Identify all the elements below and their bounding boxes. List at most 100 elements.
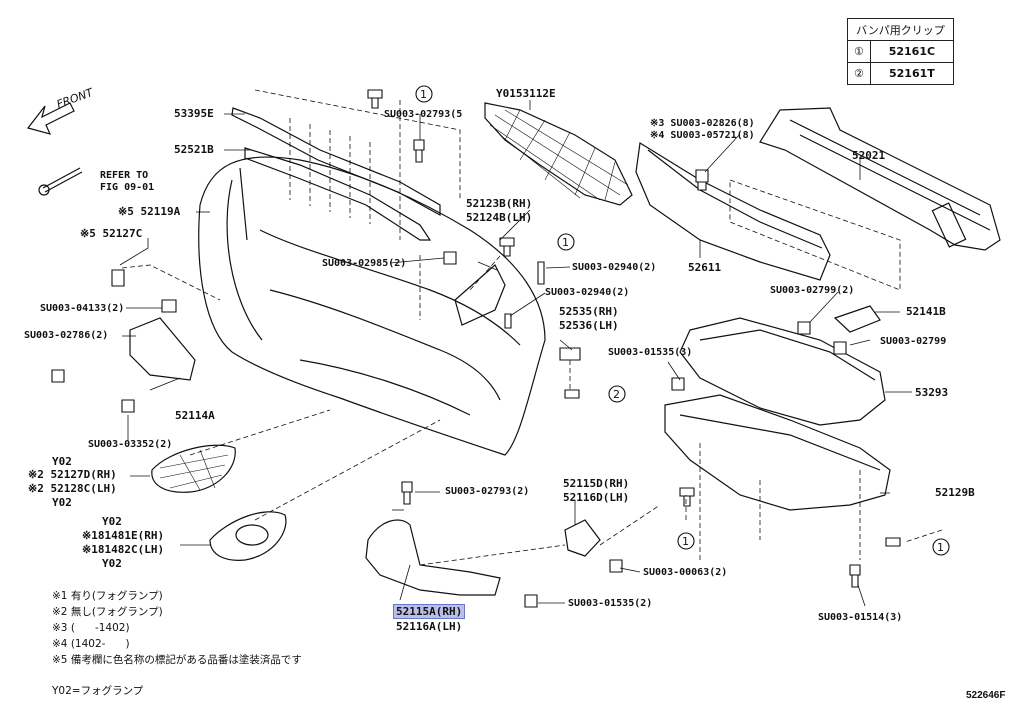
- fog-cover-181481e: [209, 511, 287, 561]
- screw-su003-02799-a[interactable]: SU003-02799(2): [770, 285, 855, 296]
- screw-su003-05721[interactable]: ※4 SU003-05721(8): [650, 130, 755, 141]
- legend-mark: ②: [847, 62, 871, 85]
- y02-label: Y02: [102, 557, 122, 570]
- screw-su003-00063[interactable]: SU003-00063(2): [643, 567, 728, 578]
- bracket-icon: [559, 347, 581, 361]
- svg-text:1: 1: [937, 541, 944, 554]
- under-cover-53293: [679, 317, 886, 426]
- bolt-icon: [833, 341, 847, 355]
- svg-text:1: 1: [420, 88, 427, 101]
- screw-su003-02799-b[interactable]: SU003-02799: [880, 336, 947, 347]
- clip-icon: [443, 251, 457, 265]
- part-52141b[interactable]: 52141B: [906, 305, 946, 318]
- bolt-icon: [121, 399, 135, 413]
- part-52119a[interactable]: ※5 52119A: [118, 205, 181, 218]
- bolt-icon: [695, 169, 709, 191]
- clip-icon: [499, 237, 515, 257]
- svg-text:1: 1: [562, 236, 569, 249]
- part-53395e[interactable]: 53395E: [174, 107, 214, 120]
- note-line: ※3 ( -1402): [52, 622, 130, 634]
- bolt-icon: [51, 369, 65, 383]
- screw-su003-01535-b[interactable]: SU003-01535(2): [568, 598, 653, 609]
- part-52127c[interactable]: ※5 52127C: [80, 227, 143, 240]
- upper-grille: [484, 102, 633, 206]
- y02-label: Y02: [102, 515, 122, 528]
- part-52521b[interactable]: 52521B: [174, 143, 214, 156]
- part-52129b[interactable]: 52129B: [935, 486, 975, 499]
- bracket-52114a: [129, 317, 196, 381]
- part-52611[interactable]: 52611: [688, 261, 722, 274]
- clip-icon: [679, 487, 695, 507]
- y02-label: Y02: [52, 455, 72, 468]
- part-52115d[interactable]: 52115D(RH): [563, 477, 630, 490]
- part-52127d[interactable]: ※2 52127D(RH): [28, 468, 117, 481]
- bumper-clip-legend: バンパ用クリップ ① 52161C ② 52161T: [847, 18, 954, 85]
- bracket-52123b: [454, 264, 506, 326]
- part-52123b[interactable]: 52123B(RH): [466, 197, 533, 210]
- refer-text: REFER TO: [100, 170, 149, 181]
- part-52116a[interactable]: 52116A(LH): [396, 620, 463, 633]
- clip-icon: [885, 537, 901, 547]
- screw-su003-02826[interactable]: ※3 SU003-02826(8): [650, 118, 755, 129]
- screw-su003-01535-a[interactable]: SU003-01535(3): [608, 347, 693, 358]
- pin-icon: [537, 261, 545, 285]
- note-line: ※4 (1402- ): [52, 638, 130, 650]
- legend-header: バンパ用クリップ: [847, 18, 954, 41]
- part-52124b[interactable]: 52124B(LH): [466, 211, 533, 224]
- part-52536[interactable]: 52536(LH): [559, 319, 619, 332]
- bolt-icon: [671, 377, 685, 391]
- bolt-icon: [524, 594, 538, 608]
- bolt-icon: [609, 559, 623, 573]
- clip-icon: [111, 269, 125, 287]
- screw-su003-02985[interactable]: SU003-02985(2): [322, 258, 407, 269]
- part-52535[interactable]: 52535(RH): [559, 305, 619, 318]
- part-52116d[interactable]: 52116D(LH): [563, 491, 630, 504]
- clip-icon: [564, 389, 580, 399]
- legend-part[interactable]: 52161C: [869, 40, 954, 63]
- lower-cover-52129b: [664, 394, 891, 511]
- bolt-icon: [413, 139, 425, 163]
- screw-su003-02786[interactable]: SU003-02786(2): [24, 330, 109, 341]
- screw-su003-03352[interactable]: SU003-03352(2): [88, 439, 173, 450]
- screw-su003-02940-a[interactable]: SU003-02940(2): [572, 262, 657, 273]
- screw-su003-01514[interactable]: SU003-01514(3): [818, 612, 903, 623]
- notes: ※1 有り(フォグランプ) ※2 無し(フォグランプ) ※3 ( -1402) …: [52, 588, 302, 668]
- footnote: Y02=フォグランプ: [52, 685, 144, 697]
- absorber-52611: [635, 142, 831, 281]
- part-52115a-text: 52115A(RH): [392, 604, 466, 619]
- legend-mark: ①: [847, 40, 871, 63]
- part-y0153112e[interactable]: Y0153112E: [496, 87, 556, 100]
- screw-su003-04133[interactable]: SU003-04133(2): [40, 303, 125, 314]
- bracket-52115d: [564, 519, 601, 557]
- note-line: ※2 無し(フォグランプ): [52, 606, 163, 618]
- part-181482c[interactable]: ※181482C(LH): [82, 543, 165, 556]
- screw-su003-02793-a[interactable]: SU003-02793(5: [384, 109, 463, 120]
- strip-52521b: [244, 147, 432, 241]
- part-53293[interactable]: 53293: [915, 386, 949, 399]
- screw-su003-02940-b[interactable]: SU003-02940(2): [545, 287, 630, 298]
- legend-part[interactable]: 52161T: [869, 62, 954, 85]
- screw-su003-02793-b[interactable]: SU003-02793(2): [445, 486, 530, 497]
- bumper-cover: [198, 156, 546, 456]
- strip-53395e: [231, 107, 441, 217]
- svg-text:1: 1: [682, 535, 689, 548]
- part-52114a[interactable]: 52114A: [175, 409, 215, 422]
- clip-icon: [367, 89, 383, 109]
- reinforcement-52021: [759, 107, 1001, 251]
- bolt-icon: [849, 564, 861, 588]
- y02-label: Y02: [52, 496, 72, 509]
- part-181481e[interactable]: ※181481E(RH): [82, 529, 165, 542]
- part-52115a-highlighted[interactable]: 52115A(RH): [392, 604, 466, 619]
- side-cover-52127d: [151, 444, 236, 493]
- note-line: ※5 備考欄に色名称の標記がある品番は塗装済品です: [52, 654, 302, 666]
- bracket-52141b: [833, 305, 881, 333]
- bracket-52115a: [365, 519, 501, 596]
- bolt-icon: [401, 481, 413, 505]
- part-52021[interactable]: 52021: [852, 149, 886, 162]
- front-arrow-icon: [26, 102, 75, 135]
- pin-icon: [504, 313, 512, 329]
- clip-icon: [161, 299, 177, 313]
- part-52128c[interactable]: ※2 52128C(LH): [28, 482, 117, 495]
- refer-fig[interactable]: FIG 09-01: [100, 182, 155, 193]
